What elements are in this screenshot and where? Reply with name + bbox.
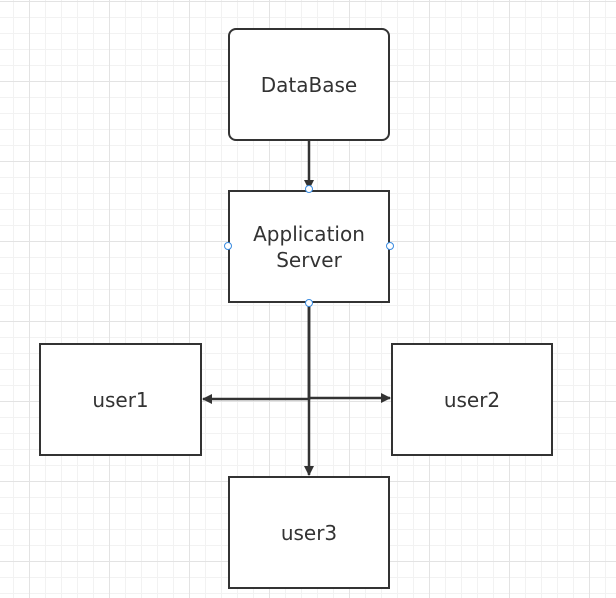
database-node[interactable]: DataBase [228,28,390,141]
user1-node[interactable]: user1 [39,343,202,456]
application-server-label-line2: Server [276,247,342,272]
application-server-node[interactable]: Application Server [228,190,390,303]
edge-appserver-to-user2[interactable] [307,303,391,403]
connection-handle-right[interactable] [386,242,394,250]
user2-node[interactable]: user2 [391,343,553,456]
connection-handle-top[interactable] [305,185,313,193]
application-server-label: Application Server [253,221,365,273]
connection-handle-left[interactable] [224,242,232,250]
application-server-label-line1: Application [253,221,365,246]
database-label: DataBase [260,72,358,97]
user1-label: user1 [92,387,149,412]
connection-handle-bottom[interactable] [305,299,313,307]
user2-label: user2 [443,387,501,412]
user3-label: user3 [280,520,338,545]
user3-node[interactable]: user3 [228,476,390,589]
edge-appserver-to-user1[interactable] [202,303,311,404]
